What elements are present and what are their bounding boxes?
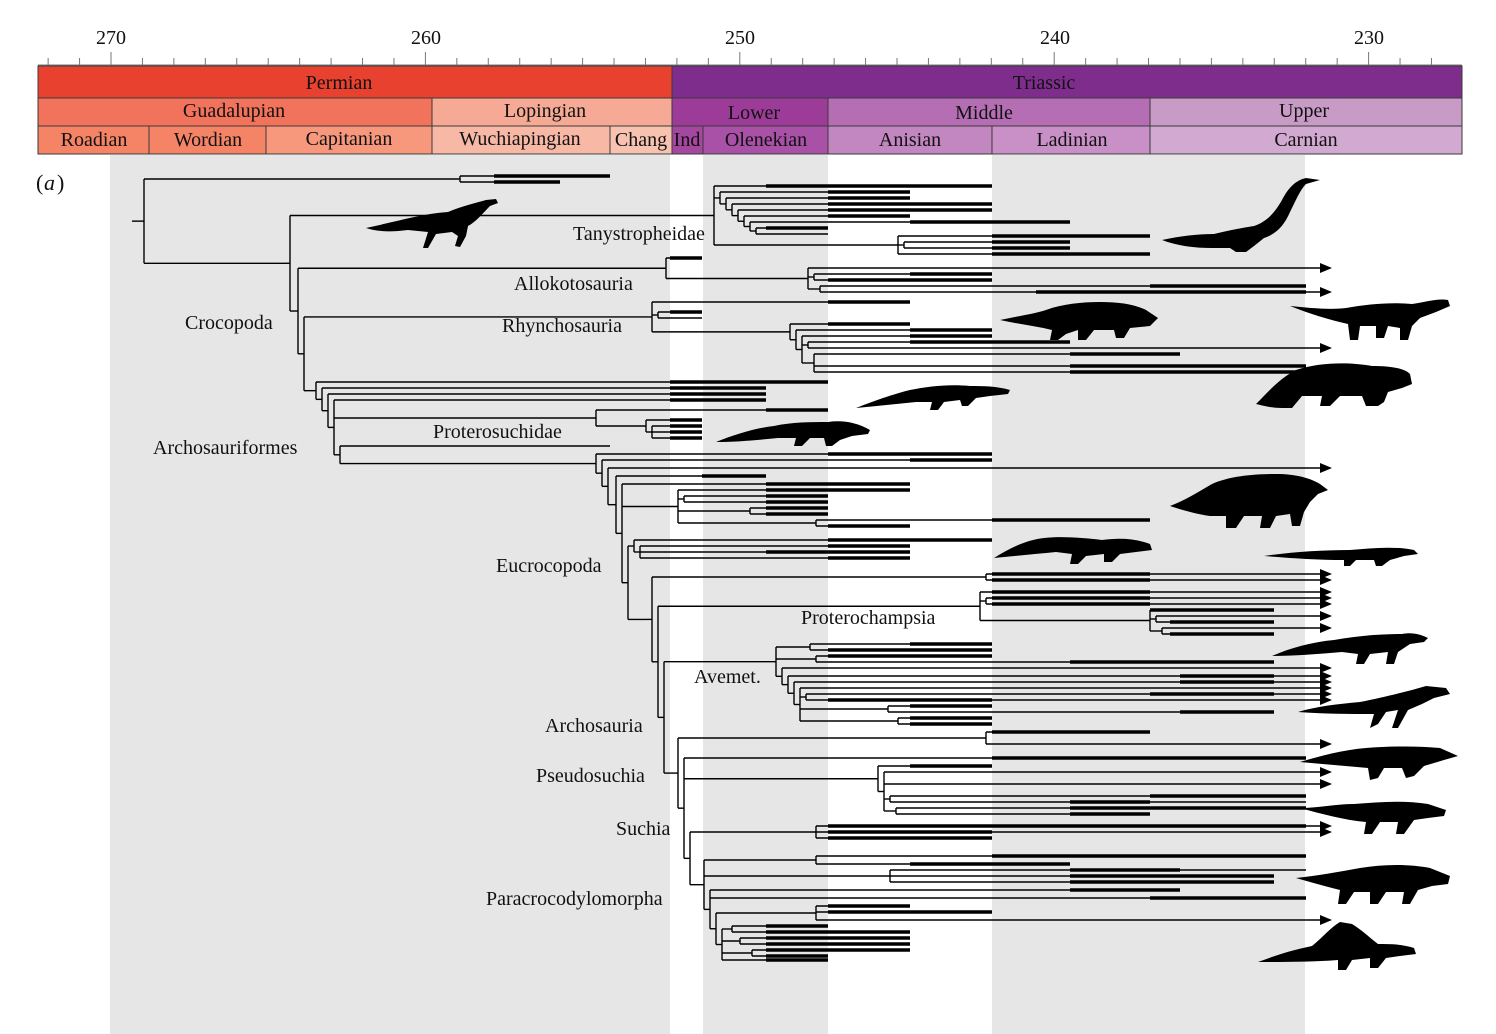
stage-label-olenekian: Olenekian — [725, 129, 807, 151]
epoch-upper — [1149, 97, 1463, 127]
epoch-label-lopingian: Lopingian — [504, 100, 586, 122]
range-arrow — [1320, 695, 1332, 705]
clade-label-rhynchosauria: Rhynchosauria — [502, 315, 622, 337]
stage-carnian — [1149, 125, 1463, 155]
dinosauromorph-silhouette — [1272, 633, 1428, 664]
period-triassic — [671, 65, 1463, 99]
clade-label-suchia: Suchia — [616, 818, 671, 840]
period-label-triassic: Triassic — [1013, 72, 1076, 94]
tanystropheid-silhouette — [1162, 178, 1320, 252]
clade-label-proterosuchidae: Proterosuchidae — [433, 421, 562, 443]
stage-label-wuchiapingian: Wuchiapingian — [459, 128, 580, 150]
clade-label-proterochampsia: Proterochampsia — [801, 607, 936, 629]
stage-label-wordian: Wordian — [174, 129, 242, 151]
range-arrow — [1320, 287, 1332, 297]
rauisuchid-silhouette — [1298, 686, 1450, 728]
stage-induan — [671, 125, 704, 155]
panel-label: ( a ) — [36, 170, 64, 195]
stage-capitanian — [265, 125, 433, 155]
clade-label-crocopoda: Crocopoda — [185, 312, 273, 334]
range-arrow — [1320, 663, 1332, 673]
clade-label-eucrocopoda: Eucrocopoda — [496, 555, 602, 577]
stage-roadian — [37, 125, 150, 155]
range-arrow — [1320, 779, 1332, 789]
eucrocopod-silhouette — [716, 421, 870, 446]
clade-label-archosauriformes: Archosauriformes — [153, 437, 298, 459]
poposauroid-silhouette — [1300, 746, 1458, 780]
shading-ladinian — [992, 155, 1305, 1034]
stage-ladinian — [991, 125, 1151, 155]
clade-label-pseudosuchia: Pseudosuchia — [536, 765, 645, 787]
proterochampsid-silhouette — [994, 537, 1152, 564]
stage-anisian — [827, 125, 993, 155]
timescale-labels: Permian Triassic Guadalupian Lopingian L… — [61, 72, 1338, 151]
clade-label-allokotosauria: Allokotosauria — [514, 273, 633, 295]
clade-labels: Tanystropheidae Allokotosauria Crocopoda… — [153, 223, 936, 910]
stage-label-anisian: Anisian — [879, 129, 941, 151]
epoch-middle — [827, 97, 1151, 127]
clade-label-avemetatarsalia: Avemet. — [694, 666, 761, 688]
proterosuchid-silhouette — [856, 385, 1010, 410]
range-arrow — [1320, 575, 1332, 585]
tick-label-240: 240 — [1040, 27, 1070, 49]
epoch-label-guadalupian: Guadalupian — [183, 100, 285, 122]
stratigraphic-ranges — [494, 174, 1306, 962]
stage-label-induan: Ind — [674, 129, 701, 151]
stage-wuchiapingian — [431, 125, 611, 155]
tick-label-230: 230 — [1354, 27, 1384, 49]
shuvosaurid-silhouette — [1296, 865, 1450, 904]
epoch-label-middle: Middle — [955, 102, 1013, 124]
stage-label-carnian: Carnian — [1274, 129, 1337, 151]
stage-wordian — [148, 125, 267, 155]
range-arrow — [1320, 611, 1332, 621]
range-arrow — [1320, 343, 1332, 353]
tick-label-270: 270 — [96, 27, 126, 49]
shading-permian — [110, 155, 670, 1034]
range-arrow — [1320, 915, 1332, 925]
svg-text:(: ( — [36, 170, 43, 195]
range-arrow — [1320, 263, 1332, 273]
phytosaur-silhouette — [1170, 474, 1328, 528]
panel-letter: a — [44, 170, 55, 195]
epoch-label-lower: Lower — [728, 102, 781, 124]
stage-label-capitanian: Capitanian — [306, 128, 393, 150]
clade-label-archosauria: Archosauria — [545, 715, 643, 737]
stage-label-roadian: Roadian — [61, 129, 128, 151]
range-arrow — [1320, 623, 1332, 633]
clade-label-tanystropheidae: Tanystropheidae — [573, 223, 705, 245]
range-arrow — [1320, 463, 1332, 473]
allokotosaur-silhouette — [1290, 299, 1450, 340]
basal-archosauromorph-silhouette — [366, 199, 498, 248]
svg-text:): ) — [57, 170, 64, 195]
geologic-timescale — [37, 65, 1463, 155]
ctenosauriscid-silhouette — [1258, 922, 1416, 970]
rhynchosaur-silhouette — [1000, 302, 1158, 340]
stage-label-ladinian: Ladinian — [1036, 129, 1107, 151]
range-arrow — [1320, 767, 1332, 777]
period-label-permian: Permian — [306, 72, 373, 94]
crocodylomorph-silhouette — [1300, 801, 1446, 834]
aetosaur-silhouette — [1264, 547, 1418, 566]
minor-ticks — [47, 52, 1432, 65]
epoch-lopingian — [431, 97, 673, 127]
clade-label-paracrocodylomorpha: Paracrocodylomorpha — [486, 888, 663, 910]
stage-shading — [110, 155, 1305, 1034]
tick-label-260: 260 — [411, 27, 441, 49]
range-arrows — [1320, 263, 1332, 925]
time-axis: 270 260 250 240 230 — [38, 27, 1462, 66]
erythrosuchid-silhouette — [1256, 363, 1412, 408]
epoch-lower — [671, 97, 829, 127]
shading-olenekian — [703, 155, 828, 1034]
tick-label-250: 250 — [725, 27, 755, 49]
range-arrow — [1320, 827, 1332, 837]
range-arrow — [1320, 739, 1332, 749]
animal-silhouettes — [366, 178, 1458, 970]
stage-label-changhsingian: Chang — [615, 129, 667, 151]
epoch-label-upper: Upper — [1279, 100, 1329, 122]
range-arrow — [1320, 599, 1332, 609]
